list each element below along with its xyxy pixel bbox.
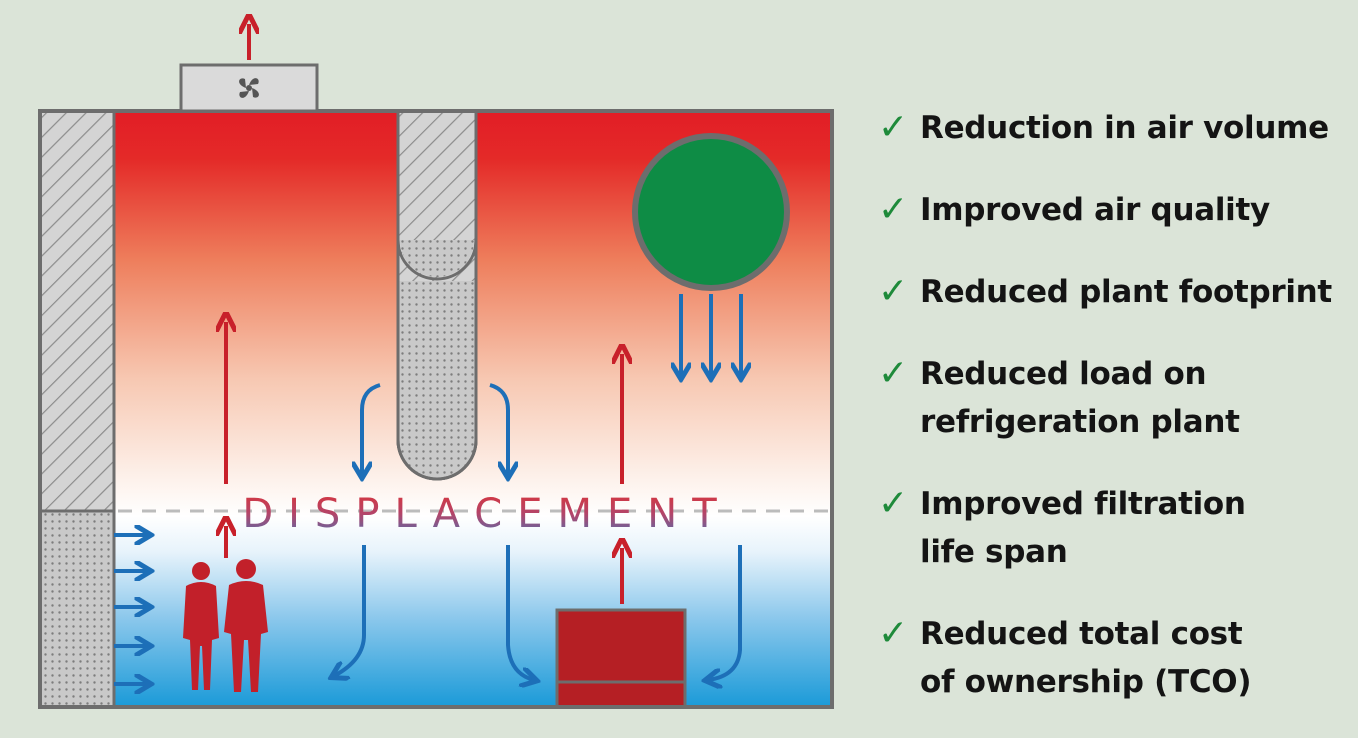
check-icon: ✓: [878, 189, 909, 230]
benefits-list: ✓ Reduction in air volume ✓ Improved air…: [878, 104, 1338, 710]
check-icon: ✓: [878, 271, 909, 312]
central-column-diffuser: [396, 111, 478, 481]
benefit-text: Reduction in air volume: [920, 110, 1329, 146]
benefit-text: Reduced load on refrigeration plant: [920, 356, 1240, 440]
wall-diffuser: [40, 511, 114, 707]
people-icon: [183, 559, 268, 692]
check-icon: ✓: [878, 483, 909, 524]
check-icon: ✓: [878, 107, 909, 148]
column-curve-arrows: [362, 383, 508, 475]
benefit-item: ✓ Improved filtration life span: [878, 480, 1338, 610]
check-icon: ✓: [878, 613, 909, 654]
floor-unit: [555, 608, 687, 709]
benefit-text: Reduced plant footprint: [920, 274, 1332, 310]
supply-air-arrows: [114, 535, 148, 684]
benefit-item: ✓ Reduced plant footprint: [878, 268, 1338, 350]
benefit-item: ✓ Reduced total cost of ownership (TCO): [878, 610, 1338, 710]
displacement-ventilation-diagram: DISPLACEMENT: [38, 0, 834, 709]
lower-zone-arrows: [334, 545, 742, 680]
left-wall: [40, 111, 114, 511]
benefit-text: Improved filtration life span: [920, 486, 1246, 570]
benefit-text: Improved air quality: [920, 192, 1270, 228]
exhaust-fan: [179, 63, 319, 113]
benefit-item: ✓ Reduction in air volume: [878, 104, 1338, 186]
cooling-arrows: [681, 294, 741, 376]
benefit-item: ✓ Improved air quality: [878, 186, 1338, 268]
fan-icon: [239, 78, 259, 98]
room-frame: [38, 109, 834, 709]
displacement-label: DISPLACEMENT: [242, 491, 731, 537]
cooling-unit-circle: [632, 133, 790, 291]
benefit-item: ✓ Reduced load on refrigeration plant: [878, 350, 1338, 480]
check-icon: ✓: [878, 353, 909, 394]
benefit-text: Reduced total cost of ownership (TCO): [920, 616, 1252, 700]
